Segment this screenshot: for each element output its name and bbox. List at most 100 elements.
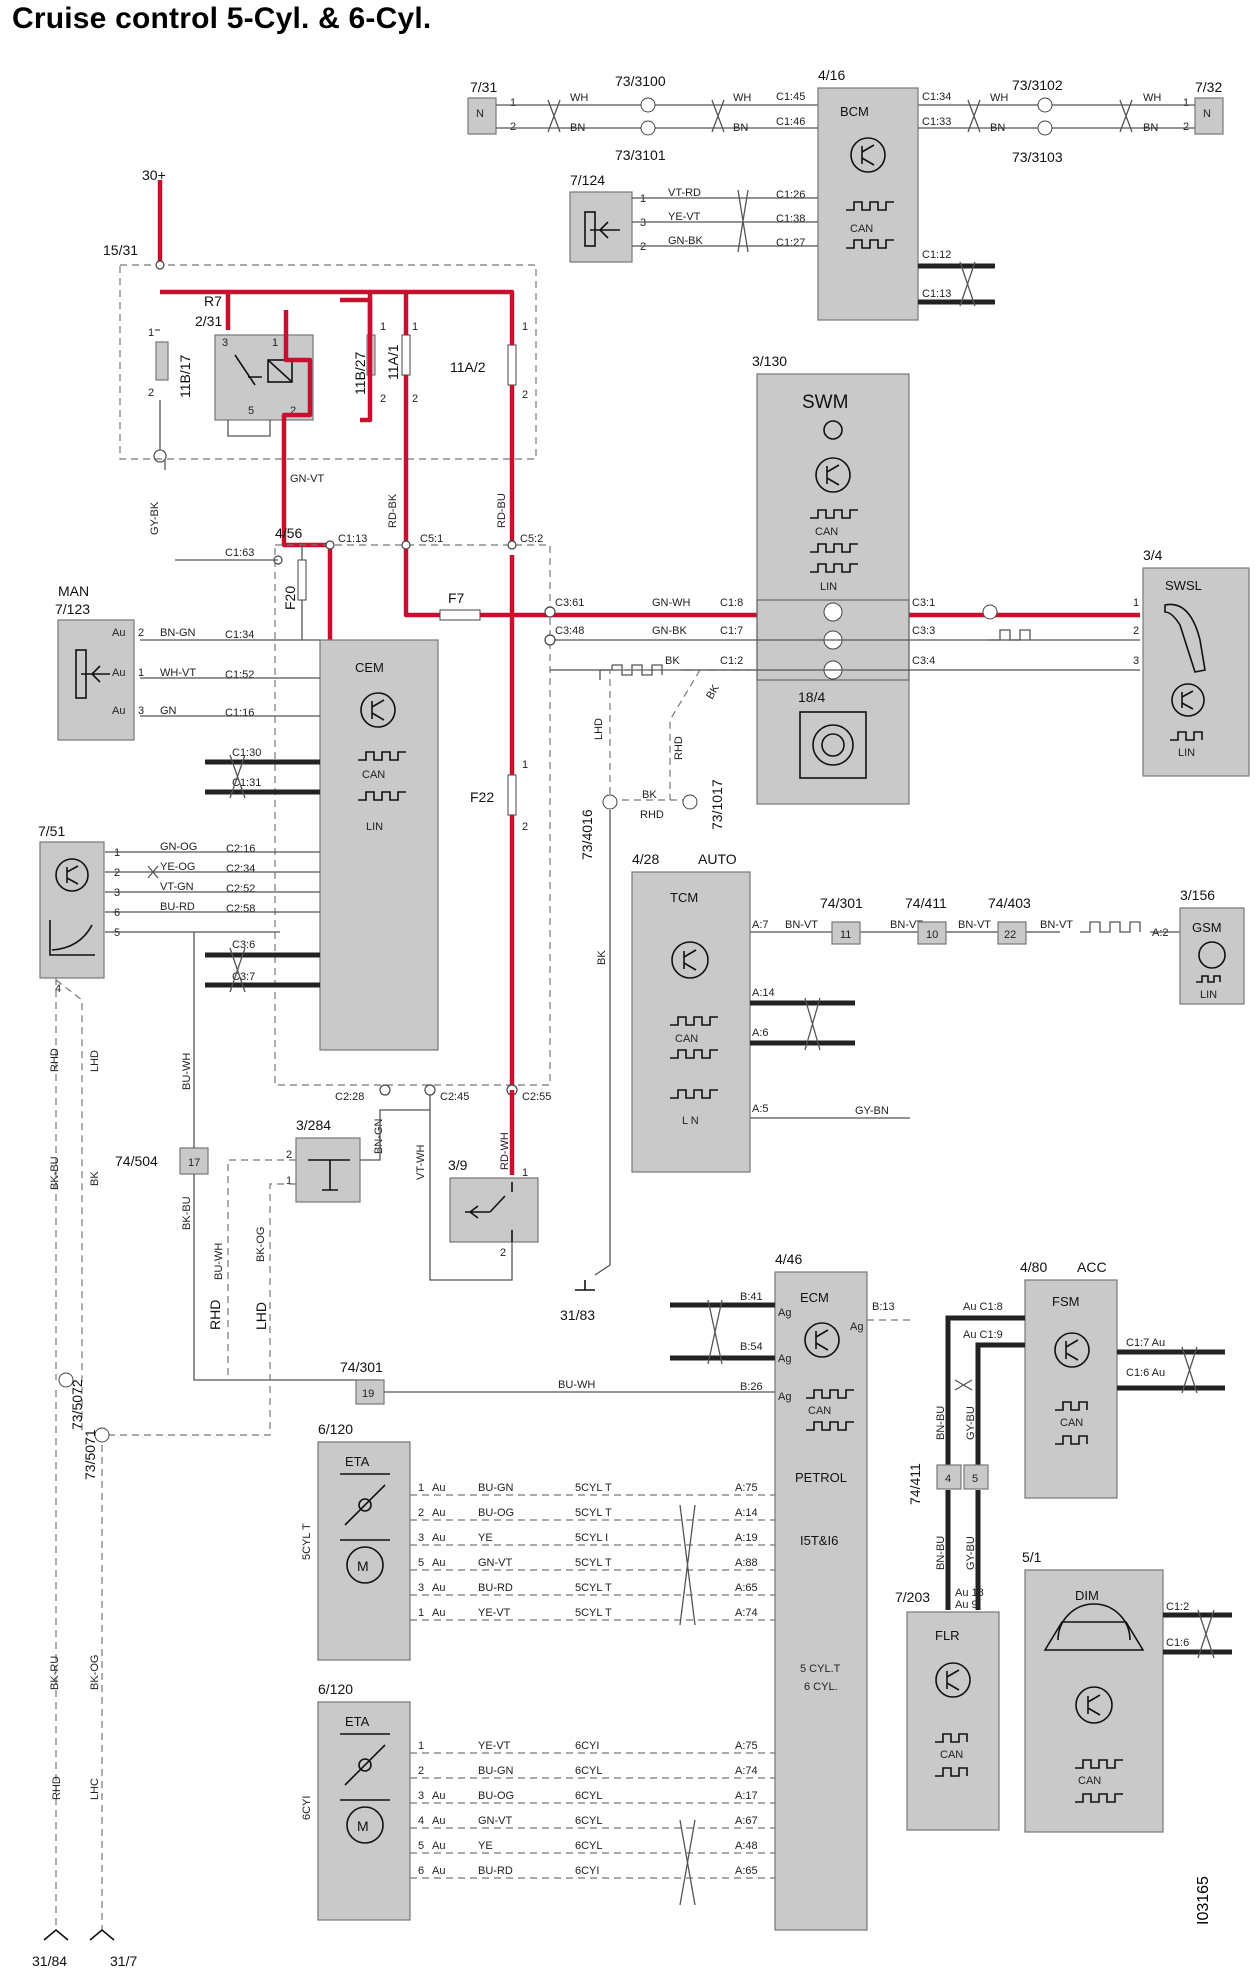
svg-text:1: 1 xyxy=(412,321,418,333)
svg-text:GY-BN: GY-BN xyxy=(855,1105,889,1117)
svg-text:RD-BU: RD-BU xyxy=(496,493,508,528)
svg-text:1: 1 xyxy=(510,97,516,109)
svg-text:C2:58: C2:58 xyxy=(226,903,255,915)
eta-tag: 6CYL xyxy=(575,1815,603,1827)
svg-text:VT-WH: VT-WH xyxy=(415,1145,427,1180)
man-control: MAN 7/123 Au Au Au 2 1 3 xyxy=(55,583,144,741)
svg-text:6 CYL.: 6 CYL. xyxy=(804,1681,838,1693)
cem-module: 4/56 CEM CAN LIN C1:63 C1:13 C5:1 C5:2 C… xyxy=(225,525,584,1103)
svg-text:5: 5 xyxy=(248,405,254,417)
eta-pin: 1 xyxy=(418,1607,424,1619)
relay-r7: R7 xyxy=(204,293,222,309)
svg-text:LHD: LHD xyxy=(89,1050,101,1072)
svg-text:BK-RU: BK-RU xyxy=(49,1656,61,1690)
junction-3102: 73/3102 xyxy=(1012,77,1063,93)
svg-text:LIN: LIN xyxy=(366,821,383,833)
svg-text:BN-BU: BN-BU xyxy=(935,1536,947,1570)
man-label: MAN xyxy=(58,583,89,599)
svg-text:2: 2 xyxy=(290,405,296,417)
gsm-ref: 3/156 xyxy=(1180,887,1215,903)
dim-ref: 5/1 xyxy=(1022,1549,1042,1565)
svg-text:WH: WH xyxy=(1143,92,1161,104)
svg-text:A:6: A:6 xyxy=(752,1027,769,1039)
connector-74-403: 74/403 22 xyxy=(988,895,1031,945)
svg-text:YE-VT: YE-VT xyxy=(668,211,701,223)
swm-body xyxy=(756,373,910,805)
svg-text:B:54: B:54 xyxy=(740,1341,763,1353)
sas-ref: 7/51 xyxy=(38,823,65,839)
eta-tag: 6CYL xyxy=(575,1790,603,1802)
svg-text:C2:55: C2:55 xyxy=(522,1091,551,1103)
eta-ecm-pin: A:75 xyxy=(735,1482,758,1494)
sensor-7-124-body xyxy=(569,191,633,263)
svg-text:3: 3 xyxy=(114,887,120,899)
svg-text:BN-BU: BN-BU xyxy=(935,1406,947,1440)
svg-text:2: 2 xyxy=(510,121,516,133)
eta-tag: 5CYL T xyxy=(575,1557,612,1569)
eta-color: BU-GN xyxy=(478,1765,514,1777)
tcm-ref: 4/28 xyxy=(632,851,659,867)
svg-text:A:7: A:7 xyxy=(752,919,769,931)
eta-ecm-pin: A:48 xyxy=(735,1840,758,1852)
eta-au: Au xyxy=(432,1815,445,1827)
svg-text:C1:27: C1:27 xyxy=(776,237,805,249)
clock-spring-ref: 18/4 xyxy=(798,689,825,705)
eta-ecm-pin: A:74 xyxy=(735,1765,758,1777)
svg-text:Ag: Ag xyxy=(778,1307,791,1319)
svg-text:RHD: RHD xyxy=(673,736,685,760)
svg-text:C1:26: C1:26 xyxy=(776,189,805,201)
fsm-ref: 4/80 xyxy=(1020,1259,1047,1275)
svg-text:LHD: LHD xyxy=(253,1302,269,1330)
eta6-ref: 6/120 xyxy=(318,1681,353,1697)
swm-module: 3/130 SWM CAN LIN C1:8 C1:7 C1:2 C3:1 C3… xyxy=(720,353,935,805)
svg-text:C2:34: C2:34 xyxy=(226,863,255,875)
document-number: I03165 xyxy=(1195,1876,1212,1925)
eta-pin: 1 xyxy=(418,1740,424,1752)
cem-name: CEM xyxy=(355,660,384,675)
eta-ecm-pin: A:65 xyxy=(735,1582,758,1594)
svg-text:LIN: LIN xyxy=(1178,747,1195,759)
ecm-ref: 4/46 xyxy=(775,1251,802,1267)
svg-text:M: M xyxy=(357,1558,369,1574)
sensor-7-124-ref: 7/124 xyxy=(570,172,605,188)
eta-ecm-pin: A:75 xyxy=(735,1740,758,1752)
svg-text:Au 18: Au 18 xyxy=(955,1587,984,1599)
svg-text:2: 2 xyxy=(138,627,144,639)
svg-text:Au 9: Au 9 xyxy=(955,1599,978,1611)
svg-text:WH: WH xyxy=(570,92,588,104)
bcm-body xyxy=(817,87,919,321)
flr-ref: 7/203 xyxy=(895,1589,930,1605)
eta-tag: 5CYL T xyxy=(575,1482,612,1494)
svg-text:BK: BK xyxy=(642,789,657,801)
eta-tag: 5CYL T xyxy=(575,1507,612,1519)
svg-text:LHC: LHC xyxy=(89,1778,101,1800)
brake-switch-ref: 3/9 xyxy=(448,1157,468,1173)
connector-74-411: 74/411 10 xyxy=(905,895,947,945)
man-body xyxy=(57,619,135,741)
swm-ref: 3/130 xyxy=(752,353,787,369)
svg-text:B:41: B:41 xyxy=(740,1291,763,1303)
eta5-name: ETA xyxy=(345,1454,370,1469)
svg-text:BN: BN xyxy=(990,122,1005,134)
junction-4016: 73/4016 xyxy=(579,809,595,860)
svg-text:C1:34: C1:34 xyxy=(922,91,951,103)
svg-text:C5:1: C5:1 xyxy=(420,533,443,545)
sensor-7-32-ref: 7/32 xyxy=(1195,79,1222,95)
sensor-7-31-ref: 7/31 xyxy=(470,79,497,95)
svg-text:C3:1: C3:1 xyxy=(912,597,935,609)
eta-pin: 3 xyxy=(418,1790,424,1802)
svg-text:C1:52: C1:52 xyxy=(225,669,254,681)
eta-ecm-pin: A:14 xyxy=(735,1507,758,1519)
svg-text:BN-GN: BN-GN xyxy=(373,1119,385,1155)
svg-text:5: 5 xyxy=(972,1473,978,1485)
eta6-name: ETA xyxy=(345,1714,370,1729)
svg-text:1: 1 xyxy=(1183,97,1189,109)
dim-name: DIM xyxy=(1075,1588,1099,1603)
svg-text:RD-WH: RD-WH xyxy=(499,1132,511,1170)
svg-text:C3:4: C3:4 xyxy=(912,655,935,667)
ground-31-84: 31/84 xyxy=(32,1953,67,1969)
